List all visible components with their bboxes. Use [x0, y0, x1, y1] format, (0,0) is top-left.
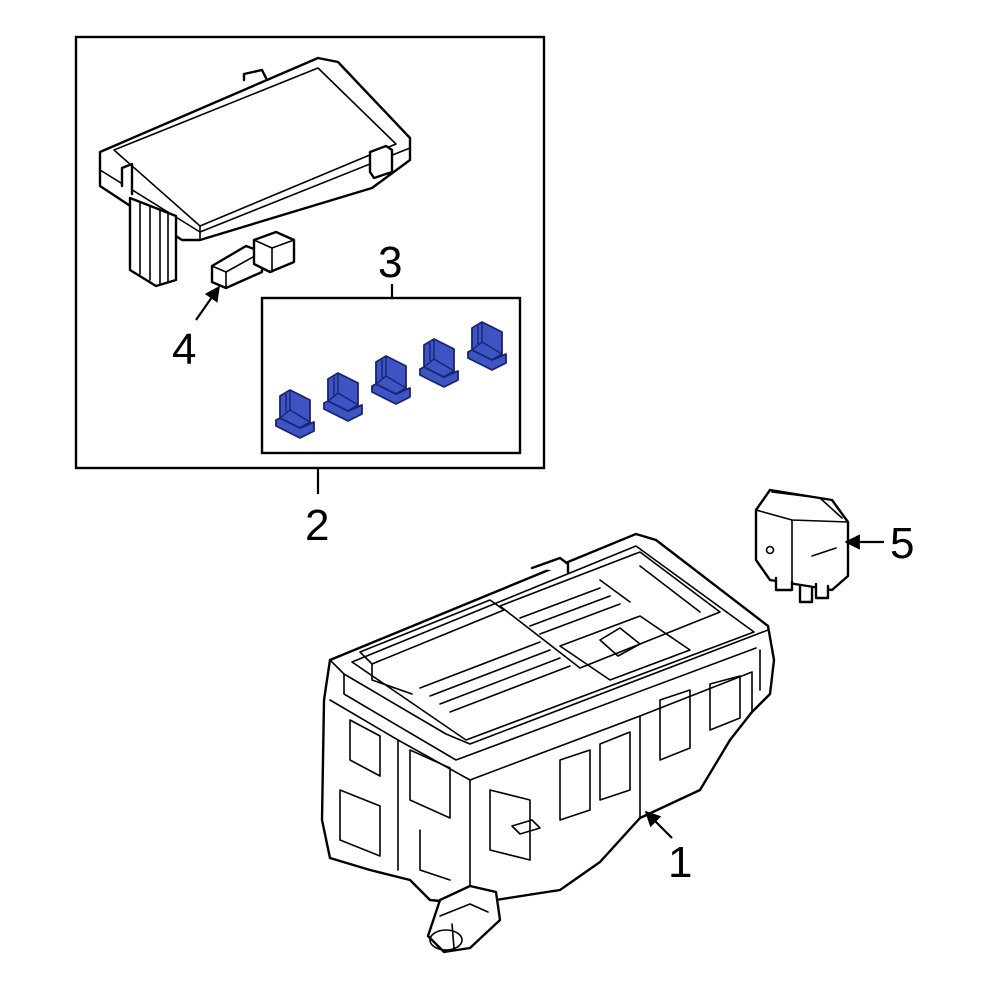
fuse-1 [275, 389, 315, 439]
fuse-3 [371, 355, 411, 405]
leader-4 [195, 285, 220, 321]
callout-1: 1 [668, 838, 692, 887]
fuse-box-housing [320, 532, 776, 954]
relay [754, 488, 850, 604]
leader-1 [644, 810, 673, 839]
callout-2: 2 [305, 501, 329, 550]
fuse-4 [419, 338, 459, 388]
fuse-puller-part [210, 230, 296, 290]
kit-frame [74, 35, 546, 470]
callout-5: 5 [890, 519, 914, 568]
callout-4: 4 [172, 325, 196, 374]
fuse-box-cover [98, 56, 412, 288]
callout-3: 3 [378, 238, 402, 287]
fuse-set [275, 321, 507, 439]
fuse-5 [467, 321, 507, 371]
fuse-2 [323, 372, 363, 422]
